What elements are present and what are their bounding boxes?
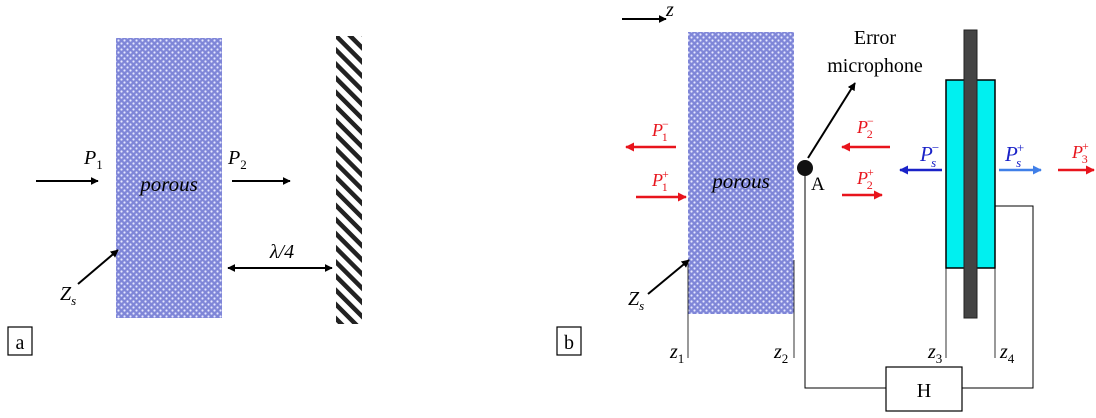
mic-label-line1: Error [854,27,897,49]
z-axis-label: z [665,0,674,21]
panel-b-label-box [556,326,582,356]
z2-label: z2 [773,341,788,366]
zs-label-b: Zs [628,288,644,313]
panel-a-label-box [7,326,33,356]
point-a-label: A [811,174,825,195]
error-microphone-icon [797,160,813,176]
p3-plus-label: P+3 [1071,139,1089,166]
porous-label-b: porous [710,169,770,193]
panel-a-label: a [16,332,25,354]
quarter-wave-label: λ/4 [269,241,294,263]
zs-label-a: Zs [60,283,76,308]
p1-label: P1 [83,147,103,172]
z1-label: z1 [669,341,684,366]
p2-minus-label: P−2 [856,114,874,141]
mic-label-line2: microphone [827,55,923,77]
panel-b-label: b [564,332,574,354]
p1-minus-label: P−1 [651,117,669,144]
p1-plus-label: P+1 [651,167,669,194]
rigid-wall-hatched [336,36,362,324]
actuator-rod [963,29,978,319]
porous-layer-a [116,38,222,318]
panel-b: z porous Error microphone A H P−1 P+1 P−… [556,0,1095,412]
ps-minus-label: P−s [919,140,939,170]
controller-h-label: H [917,380,931,402]
z4-label: z4 [999,341,1015,366]
ps-plus-label: P+s [1004,140,1024,170]
panel-a: porous P1 P2 Zs λ/4 a [7,36,362,356]
feedback-wire-left [804,176,886,389]
p2-plus-label: P+2 [856,165,874,192]
porous-label-a: porous [138,172,198,196]
zs-arrow-a [77,249,119,285]
zs-arrow-b [647,259,690,295]
porous-layer-b [688,32,794,314]
z3-label: z3 [927,341,942,366]
p2-label: P2 [227,147,247,172]
mic-pointer-arrow [807,82,856,159]
feedback-wire-right [962,205,1034,389]
controller-h-box [885,366,963,412]
